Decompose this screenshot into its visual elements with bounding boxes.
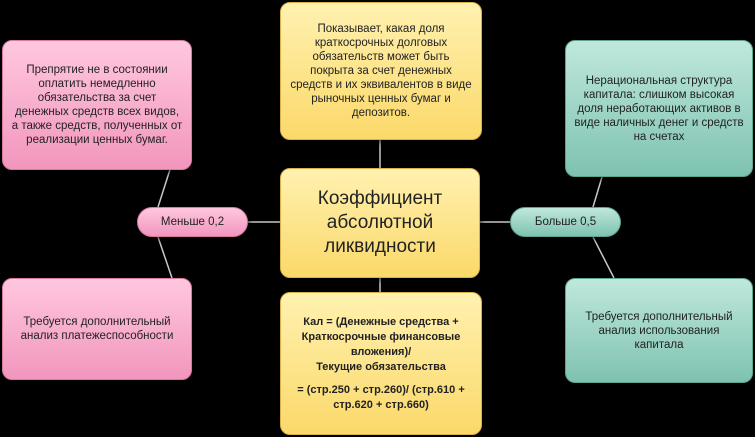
low-value-recommendation-box: Требуется дополнительный анализ платежес… <box>2 278 192 380</box>
low-value-consequence-text: Препрятие не в состоянии оплатить немедл… <box>11 64 183 146</box>
formula-line-1: Кал = (Денежные средства + Краткосрочные… <box>301 315 461 358</box>
main-concept-box: Коэффициент абсолютной ликвидности <box>280 168 480 278</box>
high-threshold-label: Больше 0,5 <box>534 216 597 228</box>
description-box: Показывает, какая доля краткосрочных дол… <box>280 2 482 140</box>
formula-line-2: Текущие обязательства <box>316 360 446 373</box>
high-value-consequence-text: Нерациональная структура капитала: слишк… <box>574 74 744 143</box>
high-value-recommendation-text: Требуется дополнительный анализ использо… <box>585 310 733 351</box>
formula-line-3: = (стр.250 + стр.260)/ (стр.610 + стр.62… <box>297 383 465 411</box>
high-value-consequence-box: Нерациональная структура капитала: слишк… <box>565 40 753 177</box>
description-text: Показывает, какая доля краткосрочных дол… <box>290 23 472 119</box>
low-threshold-pill: Меньше 0,2 <box>137 207 248 237</box>
high-threshold-pill: Больше 0,5 <box>510 207 621 237</box>
formula-box: Кал = (Денежные средства + Краткосрочные… <box>280 292 482 435</box>
low-value-recommendation-text: Требуется дополнительный анализ платежес… <box>20 316 174 342</box>
low-threshold-label: Меньше 0,2 <box>160 216 225 228</box>
low-value-consequence-box: Препрятие не в состоянии оплатить немедл… <box>2 40 192 170</box>
high-value-recommendation-box: Требуется дополнительный анализ использо… <box>565 278 753 383</box>
main-concept-title: Коэффициент абсолютной ликвидности <box>317 188 443 257</box>
